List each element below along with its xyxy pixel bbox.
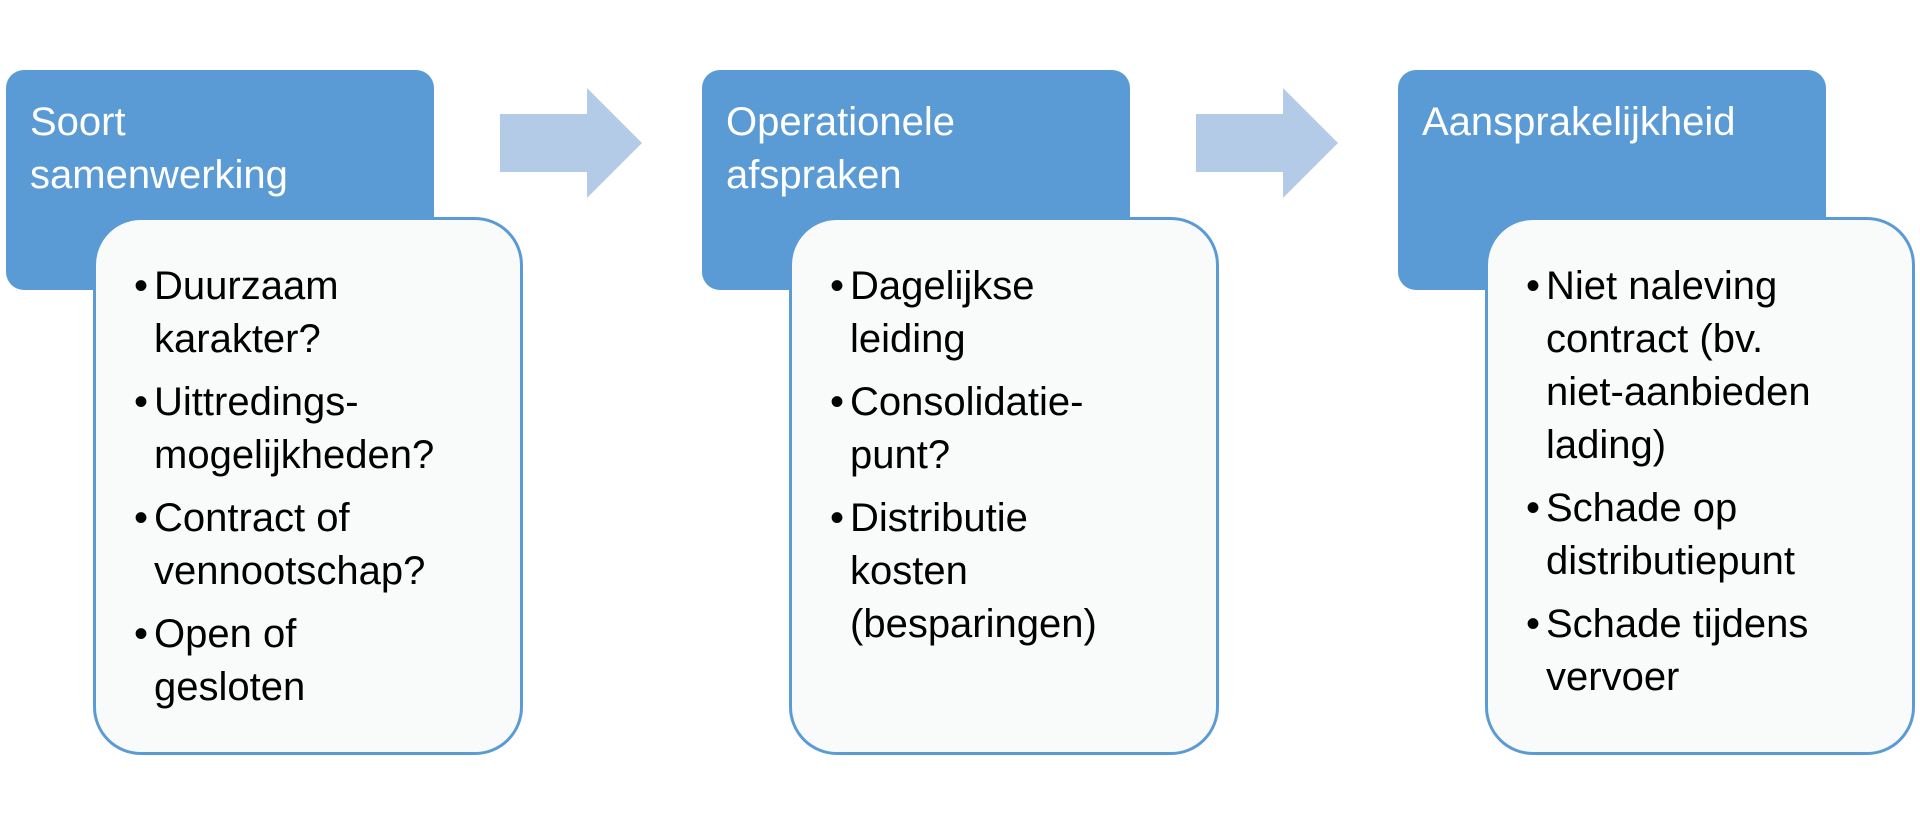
list-item-text: Uittredings- mogelijkheden? [154, 380, 435, 477]
list-item: • Schade op distributiepunt [1526, 482, 1902, 588]
list-item-text: Distributie kosten (besparingen) [850, 496, 1097, 646]
stage-title: Operationele afspraken [726, 100, 956, 197]
list-item: •Duurzaam karakter? [134, 260, 510, 366]
bullet: • [1526, 264, 1541, 308]
list-item: •Dagelijkse leiding [830, 260, 1206, 366]
bullet: • [1526, 602, 1541, 646]
list-item: •Schade tijdens vervoer [1526, 598, 1902, 704]
list-item: •Uittredings- mogelijkheden? [134, 376, 510, 482]
bullet: • [830, 264, 845, 308]
bullet: • [830, 496, 845, 540]
list-item-text: Contract of vennootschap? [154, 496, 426, 593]
bullet: • [830, 380, 845, 424]
list-item-text: Duurzaam karakter? [154, 264, 339, 361]
bullet: • [1526, 486, 1541, 530]
detail-list: •Dagelijkse leiding •Consolidatie- punt?… [830, 260, 1206, 651]
stage-operationele-afspraken: Operationele afspraken •Dagelijkse leidi… [702, 70, 1222, 760]
stage-detail-box: •Dagelijkse leiding •Consolidatie- punt?… [789, 217, 1219, 755]
bullet: • [134, 496, 149, 540]
detail-list: •Duurzaam karakter? •Uittredings- mogeli… [134, 260, 510, 714]
list-item-text: Schade op distributiepunt [1546, 486, 1796, 583]
arrow-shape [1196, 88, 1338, 198]
list-item: •Contract of vennootschap? [134, 492, 510, 598]
arrow-shape [500, 88, 642, 198]
list-item-text: Niet naleving contract (bv. niet-aanbied… [1546, 264, 1811, 467]
right-arrow-icon [500, 88, 642, 198]
right-arrow-icon [1196, 88, 1338, 198]
list-item: •Consolidatie- punt? [830, 376, 1206, 482]
bullet: • [134, 380, 149, 424]
list-item: •Distributie kosten (besparingen) [830, 492, 1206, 651]
stage-title: Soort samenwerking [30, 100, 288, 197]
list-item: •Niet naleving contract (bv. niet-aanbie… [1526, 260, 1902, 472]
list-item-text: Schade tijdens vervoer [1546, 602, 1809, 699]
list-item: •Open of gesloten [134, 608, 510, 714]
stage-title: Aansprakelijkheid [1422, 100, 1736, 144]
stage-detail-box: •Duurzaam karakter? •Uittredings- mogeli… [93, 217, 523, 755]
bullet: • [134, 264, 149, 308]
bullet: • [134, 612, 149, 656]
stage-header-box: Aansprakelijkheid [1398, 70, 1826, 290]
detail-list: •Niet naleving contract (bv. niet-aanbie… [1526, 260, 1902, 704]
list-item-text: Open of gesloten [154, 612, 306, 709]
stage-soort-samenwerking: Soort samenwerking •Duurzaam karakter? •… [6, 70, 526, 760]
list-item-text: Dagelijkse leiding [850, 264, 1035, 361]
list-item-text: Consolidatie- punt? [850, 380, 1084, 477]
stage-aansprakelijkheid: Aansprakelijkheid •Niet naleving contrac… [1398, 70, 1918, 760]
stage-detail-box: •Niet naleving contract (bv. niet-aanbie… [1485, 217, 1915, 755]
